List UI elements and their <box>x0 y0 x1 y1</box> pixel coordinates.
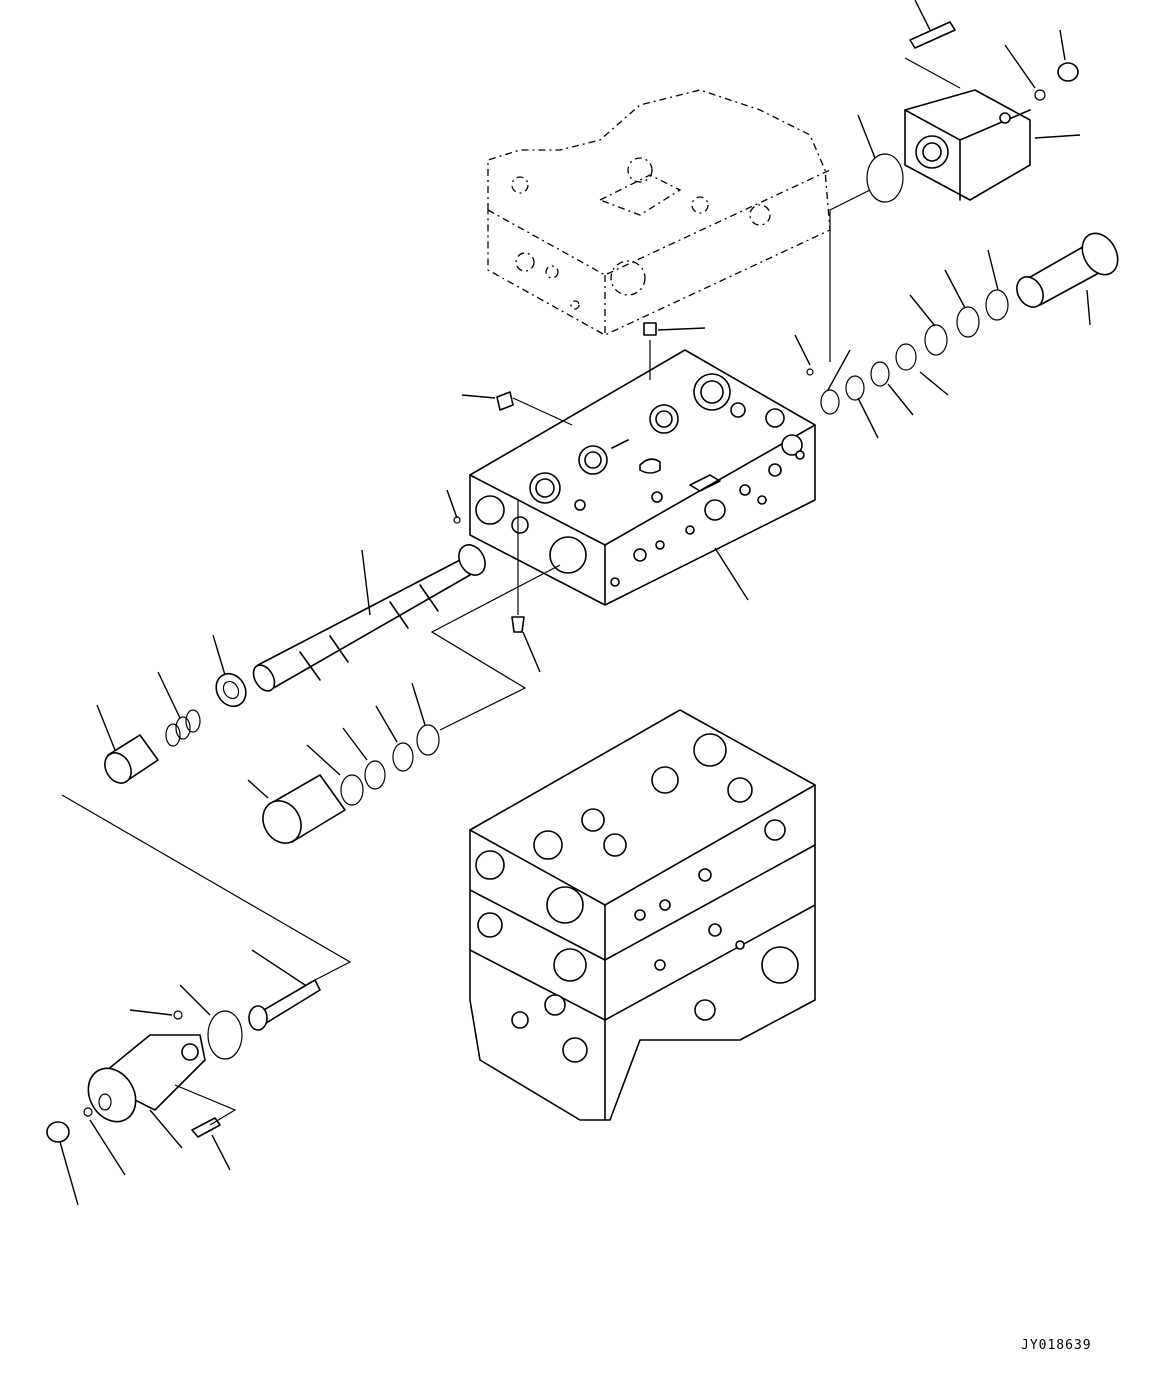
spring-seat <box>215 672 247 708</box>
spring <box>165 709 201 747</box>
main-relief-valve <box>820 232 1119 415</box>
stacked-valve-blocks <box>469 709 816 1121</box>
relief-valve-plug <box>262 724 440 844</box>
solenoid-valve <box>46 979 321 1143</box>
spool-assembly <box>252 544 486 692</box>
small-plugs <box>453 322 814 633</box>
drawing-id-label: JY018639 <box>1021 1338 1092 1353</box>
main-valve-block <box>469 349 816 606</box>
leader-lines <box>59 0 1091 1206</box>
assembly-lines <box>61 57 961 1126</box>
ghost-valve-block-top <box>487 89 831 336</box>
pilot-housing <box>866 21 1079 203</box>
spool-cap <box>104 734 159 784</box>
